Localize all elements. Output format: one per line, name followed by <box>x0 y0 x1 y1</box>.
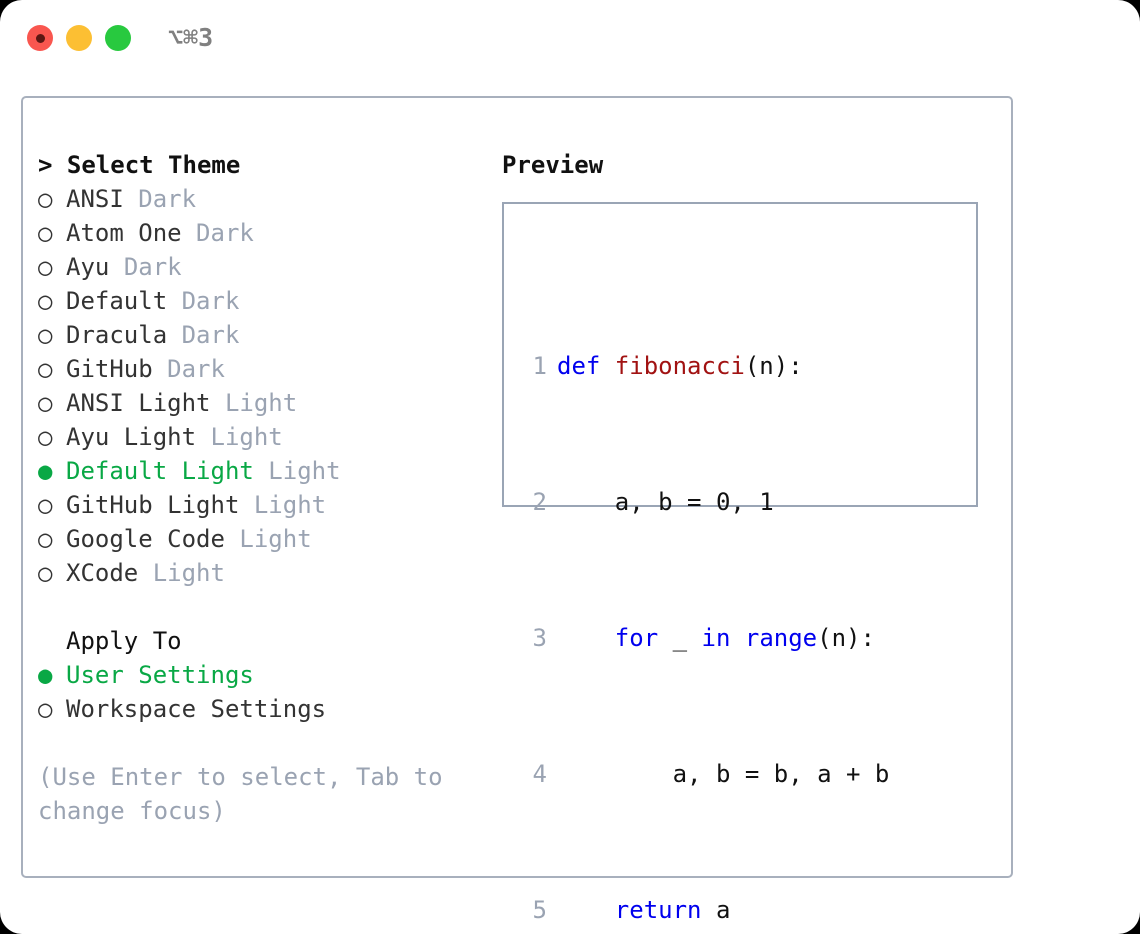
line-number: 4 <box>532 760 547 788</box>
minimize-button[interactable] <box>66 25 92 51</box>
radio-unselected-icon: ○ <box>38 219 53 247</box>
radio-selected-icon: ● <box>38 661 53 689</box>
theme-item-meta: Light <box>224 389 298 417</box>
line-number: 5 <box>532 896 547 924</box>
code-token: (n): <box>817 624 875 652</box>
code-token: _ <box>658 624 702 652</box>
caret-icon: > <box>38 151 53 179</box>
theme-item-label: Default Light <box>66 457 254 485</box>
theme-item-github-dark[interactable]: ○ GitHub Dark <box>38 352 488 386</box>
theme-item-ansi-dark[interactable]: ○ ANSI Dark <box>38 182 488 216</box>
theme-item-meta: Light <box>239 525 312 553</box>
theme-item-meta: Dark <box>138 185 197 213</box>
code-line: 5 return a <box>521 893 918 927</box>
theme-item-default-light[interactable]: ● Default Light Light <box>38 454 488 488</box>
theme-item-label: Default <box>66 287 168 315</box>
radio-unselected-icon: ○ <box>38 355 53 383</box>
theme-item-label: GitHub <box>66 355 153 383</box>
theme-item-meta: Light <box>268 457 341 485</box>
code-line: 4 a, b = b, a + b <box>521 757 918 791</box>
theme-item-meta: Light <box>253 491 327 519</box>
radio-unselected-icon: ○ <box>38 559 53 587</box>
theme-item-ansi-light[interactable]: ○ ANSI Light Light <box>38 386 488 420</box>
line-number: 3 <box>532 624 547 652</box>
code-token: def <box>557 352 615 380</box>
theme-item-label: Ayu Light <box>66 423 197 451</box>
keyboard-shortcut-label: ⌥⌘3 <box>168 23 214 52</box>
theme-item-ayu-light[interactable]: ○ Ayu Light Light <box>38 420 488 454</box>
theme-item-meta: Dark <box>181 287 240 315</box>
theme-item-ayu-dark[interactable]: ○ Ayu Dark <box>38 250 488 284</box>
theme-item-atom-one-dark[interactable]: ○ Atom One Dark <box>38 216 488 250</box>
theme-item-label: XCode <box>66 559 139 587</box>
apply-to-list: ● User Settings ○ Workspace Settings <box>38 658 488 726</box>
radio-unselected-icon: ○ <box>38 423 53 451</box>
line-number: 2 <box>532 488 547 516</box>
line-number: 1 <box>532 352 547 380</box>
section-spacer <box>38 590 488 624</box>
title-bar: ⌥⌘3 <box>0 0 1140 78</box>
close-button[interactable] <box>27 25 53 51</box>
theme-item-meta: Dark <box>196 219 254 247</box>
code-token: fibonacci <box>614 352 745 380</box>
apply-to-item-user-settings[interactable]: ● User Settings <box>38 658 488 692</box>
theme-item-meta: Light <box>210 423 283 451</box>
radio-unselected-icon: ○ <box>38 287 53 315</box>
theme-item-meta: Light <box>152 559 225 587</box>
theme-item-label: ANSI <box>66 185 124 213</box>
code-token <box>557 896 615 924</box>
theme-picker-panel: > Select Theme ○ ANSI Dark ○ Atom One Dark… <box>21 96 1013 924</box>
code-token: return <box>614 896 702 924</box>
code-token: (n): <box>744 352 803 380</box>
radio-unselected-icon: ○ <box>38 185 53 213</box>
apply-to-item-workspace-settings[interactable]: ○ Workspace Settings <box>38 692 488 726</box>
code-token: a, b = 0, 1 <box>557 488 774 516</box>
radio-unselected-icon: ○ <box>38 491 53 519</box>
code-token: a <box>701 896 731 924</box>
preview-heading: Preview <box>502 151 604 179</box>
code-token: range <box>744 624 818 652</box>
zoom-button[interactable] <box>105 25 131 51</box>
theme-item-label: GitHub Light <box>66 491 240 519</box>
theme-item-label: Dracula <box>66 321 168 349</box>
theme-item-label: Google Code <box>66 525 225 553</box>
select-theme-heading-label: Select Theme <box>66 151 241 179</box>
theme-item-github-light[interactable]: ○ GitHub Light Light <box>38 488 488 522</box>
theme-item-google-code-light[interactable]: ○ Google Code Light <box>38 522 488 556</box>
radio-unselected-icon: ○ <box>38 389 53 417</box>
code-token <box>557 624 615 652</box>
radio-unselected-icon: ○ <box>38 321 53 349</box>
code-line: 3 for _ in range(n): <box>521 621 918 655</box>
code-token: in <box>701 624 731 652</box>
theme-item-meta: Dark <box>167 355 225 383</box>
theme-item-xcode-light[interactable]: ○ XCode Light <box>38 556 488 590</box>
theme-item-meta: Dark <box>181 321 240 349</box>
code-token: a, b = b, a + b <box>557 760 890 788</box>
theme-list: ○ ANSI Dark ○ Atom One Dark ○ Ayu Dark ○ Def… <box>38 182 488 590</box>
theme-item-label: ANSI Light <box>66 389 211 417</box>
theme-item-label: Ayu <box>66 253 110 281</box>
radio-unselected-icon: ○ <box>38 525 53 553</box>
select-theme-heading: > Select Theme <box>38 148 488 182</box>
keyboard-hint-text: (Use Enter to select, Tab to change focu… <box>38 763 443 825</box>
window-controls <box>27 25 131 51</box>
apply-to-heading: Apply To <box>66 627 182 655</box>
code-line: 2 a, b = 0, 1 <box>521 485 918 519</box>
apply-to-item-label: User Settings <box>66 661 254 689</box>
radio-unselected-icon: ○ <box>38 253 53 281</box>
theme-item-default-dark[interactable]: ○ Default Dark <box>38 284 488 318</box>
code-line: 1 def fibonacci(n): <box>521 349 918 383</box>
theme-selection-column: > Select Theme ○ ANSI Dark ○ Atom One Dark… <box>38 148 488 828</box>
code-token: for <box>614 624 659 652</box>
radio-selected-icon: ● <box>38 457 53 485</box>
theme-item-label: Atom One <box>66 219 182 247</box>
theme-item-dracula-dark[interactable]: ○ Dracula Dark <box>38 318 488 352</box>
radio-unselected-icon: ○ <box>38 695 53 723</box>
code-token <box>730 624 744 652</box>
theme-item-meta: Dark <box>123 253 182 281</box>
apply-to-item-label: Workspace Settings <box>66 695 327 723</box>
